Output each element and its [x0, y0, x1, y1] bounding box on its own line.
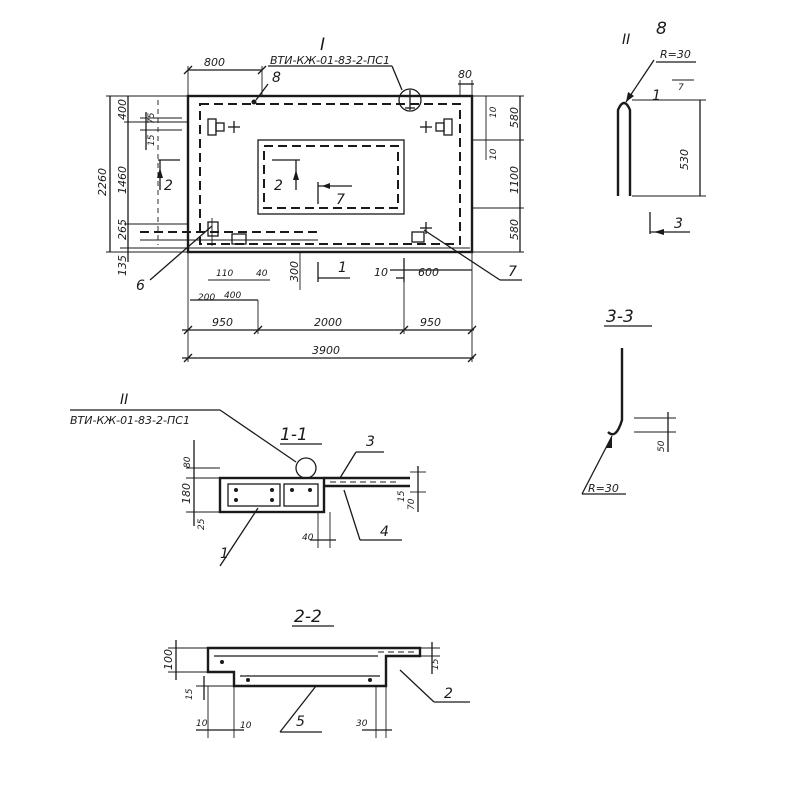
dim-1100: 1100	[508, 166, 521, 194]
dim-580-bottom: 580	[508, 219, 521, 240]
section-2-2-dim-15-left: 15	[185, 688, 195, 700]
detail-II-position-8: 8	[656, 19, 667, 39]
dim-950-right: 950	[420, 316, 441, 329]
section-1-1-pos-1: 1	[220, 546, 229, 562]
detail-II-label: II	[622, 32, 630, 48]
section-3-3-dim-50: 50	[657, 440, 667, 452]
lifting-loop-top-left	[207, 118, 240, 136]
dim-800: 800	[204, 56, 225, 69]
section-2-2-dim-30: 30	[356, 719, 368, 729]
section-1-1-callout-circle	[295, 457, 317, 479]
section-1-1-body	[218, 476, 326, 514]
section-1-1-dim-180: 180	[180, 483, 193, 504]
dim-600: 600	[418, 266, 439, 279]
dim-15: 15	[147, 134, 157, 146]
section-1-1-pos-3: 3	[366, 434, 375, 450]
detail-II-radius: R=30	[660, 48, 691, 61]
svg-text:2: 2	[164, 178, 173, 194]
section-1-1-dim-70: 70	[407, 498, 417, 510]
detail-II-mark-1: 1	[652, 88, 661, 104]
position-6-leader	[149, 225, 213, 281]
position-7-label-right: 7	[508, 264, 517, 280]
section-2-2-dim-10-left: 10	[196, 719, 208, 729]
section-3-3-view: 3-3 50 R=30	[581, 307, 676, 495]
section-2-2-pos-5: 5	[296, 714, 305, 730]
detail-I-doc-ref: ВТИ-КЖ-01-83-2-ПС1	[270, 54, 390, 67]
section-2-2-dim-100: 100	[162, 649, 175, 670]
reinforcement-contour	[199, 103, 461, 245]
section-2-2-pos-2: 2	[444, 686, 453, 702]
detail-II-bar	[616, 101, 632, 196]
section-2-2-title: 2-2	[294, 607, 322, 627]
dim-10-right-top: 10	[489, 106, 499, 118]
section-1-marker-bottom-left: 1	[317, 260, 350, 282]
dim-2260: 2260	[96, 168, 109, 196]
position-6-label: 6	[136, 278, 145, 294]
svg-text:7: 7	[336, 192, 345, 208]
section-1-1-marker-II: II	[120, 392, 128, 408]
lifting-loop-top-right	[420, 118, 453, 136]
position-7-leader	[423, 229, 501, 281]
dim-200: 200	[198, 293, 215, 303]
dim-10-bottom: 10	[374, 266, 388, 279]
section-1-1-doc-ref: ВТИ-КЖ-01-83-2-ПС1	[70, 414, 190, 427]
dim-950-left: 950	[212, 316, 233, 329]
section-3-3-bar	[607, 348, 624, 436]
dim-40: 40	[256, 269, 268, 279]
section-2-2-dim-10-mid: 10	[240, 721, 252, 731]
section-1-1-title: 1-1	[280, 425, 308, 445]
section-2-2-body	[206, 646, 422, 688]
position-7-marker: 7	[317, 182, 352, 208]
dim-2000: 2000	[314, 316, 342, 329]
detail-I-callout-circle	[398, 88, 422, 112]
opening-outer	[257, 139, 405, 215]
dim-3900: 3900	[312, 344, 340, 357]
section-2-marker-center: 2	[272, 159, 300, 194]
detail-II-view: II 8 R=30 530 1 7 3	[616, 19, 706, 235]
section-1-1-pos-4: 4	[380, 524, 389, 540]
slab-outline	[186, 94, 474, 254]
dim-300: 300	[288, 261, 301, 282]
dim-1460: 1460	[116, 166, 129, 194]
lifting-loop-bottom-right	[411, 222, 432, 243]
dim-135: 135	[116, 255, 129, 276]
position-8-label: 8	[272, 70, 281, 86]
opening-inner	[263, 145, 399, 209]
plan-view: I ВТИ-КЖ-01-83-2-ПС1 8 2 2 7 1	[96, 35, 524, 363]
dim-400: 400	[116, 99, 129, 120]
section-3-3-title: 3-3	[606, 307, 634, 327]
dim-10-right-mid: 10	[489, 148, 499, 160]
section-2-marker-left: 2	[157, 159, 180, 194]
dim-80-top: 80	[458, 68, 472, 81]
dim-265: 265	[116, 219, 129, 240]
dim-400-bottom: 400	[224, 291, 241, 301]
detail-II-mark-3: 3	[674, 216, 683, 232]
dim-580-top: 580	[508, 107, 521, 128]
section-3-3-radius: R=30	[588, 482, 619, 495]
section-2-2-dim-15-right: 15	[431, 658, 441, 670]
detail-II-mark-7: 7	[678, 83, 684, 93]
section-1-1-view: II ВТИ-КЖ-01-83-2-ПС1 1-1 80 180 25 15 7…	[70, 392, 426, 567]
dim-110: 110	[216, 269, 233, 279]
section-1-1-dim-80: 80	[183, 456, 193, 468]
svg-text:1: 1	[338, 260, 347, 276]
svg-text:2: 2	[274, 178, 283, 194]
detail-II-dim-530: 530	[678, 149, 691, 170]
section-1-1-dim-40: 40	[302, 533, 314, 543]
detail-I-marker: I	[320, 35, 325, 55]
section-1-1-dim-25: 25	[197, 518, 207, 530]
section-1-1-dim-15: 15	[397, 490, 407, 502]
section-2-2-view: 2-2 100 15 15 2 5 10 10 30	[162, 607, 470, 738]
